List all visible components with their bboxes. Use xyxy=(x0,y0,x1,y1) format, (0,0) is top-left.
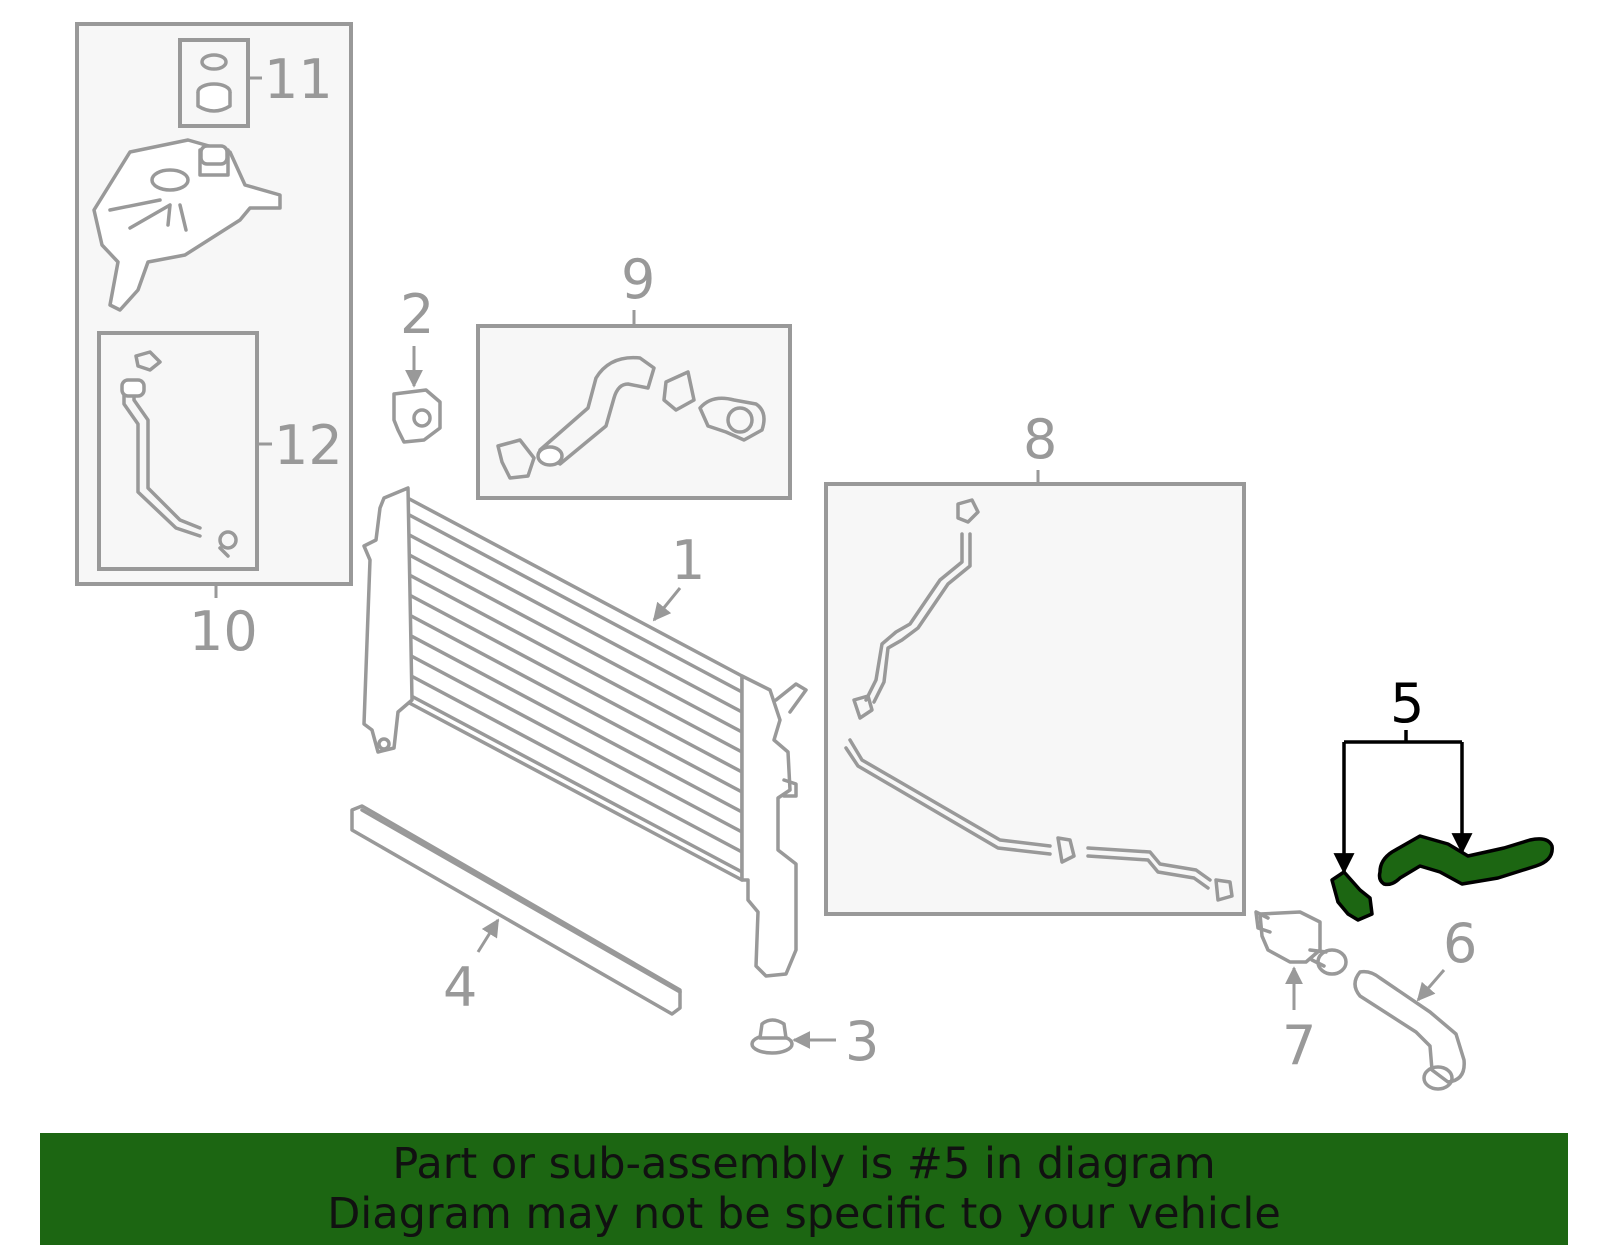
callout-1: 1 xyxy=(671,529,705,592)
callout-4: 4 xyxy=(443,956,477,1019)
info-banner: Part or sub-assembly is #5 in diagram Di… xyxy=(40,1133,1568,1245)
callout-11: 11 xyxy=(264,48,333,111)
reservoir-tank xyxy=(92,138,282,312)
part-1-radiator xyxy=(362,486,808,978)
banner-line-2: Diagram may not be specific to your vehi… xyxy=(327,1189,1281,1239)
hose-9-box xyxy=(476,324,792,500)
hose-8-group: 8 xyxy=(824,408,1246,916)
reservoir-cap xyxy=(196,53,232,113)
hose-9-group: 9 xyxy=(476,248,792,500)
callout-8: 8 xyxy=(1023,408,1057,471)
part-4-seal xyxy=(350,804,682,1016)
radiator-fins xyxy=(398,508,744,874)
callout-2: 2 xyxy=(400,283,434,346)
callout-9: 9 xyxy=(621,248,655,311)
reservoir-hose xyxy=(120,350,238,558)
clamp-5-shape[interactable] xyxy=(1330,870,1374,922)
part-6-hose xyxy=(1353,969,1466,1091)
part-3-grommet xyxy=(750,1018,794,1055)
part-2-mount: 2 xyxy=(392,283,442,444)
callout-7: 7 xyxy=(1282,1014,1316,1077)
part-5-highlighted[interactable]: 5 xyxy=(1330,672,1554,922)
part-7-housing xyxy=(1254,910,1348,976)
hose-8-box xyxy=(824,482,1246,916)
reservoir-assembly-group: 11 12 10 xyxy=(75,22,353,663)
callout-5: 5 xyxy=(1390,672,1424,735)
hose-5-shape[interactable] xyxy=(1377,834,1554,887)
callout-6: 6 xyxy=(1443,912,1477,975)
callout-10: 10 xyxy=(189,600,258,663)
callout-3: 3 xyxy=(845,1010,879,1073)
banner-line-1: Part or sub-assembly is #5 in diagram xyxy=(392,1139,1216,1189)
callout-12: 12 xyxy=(274,414,343,477)
